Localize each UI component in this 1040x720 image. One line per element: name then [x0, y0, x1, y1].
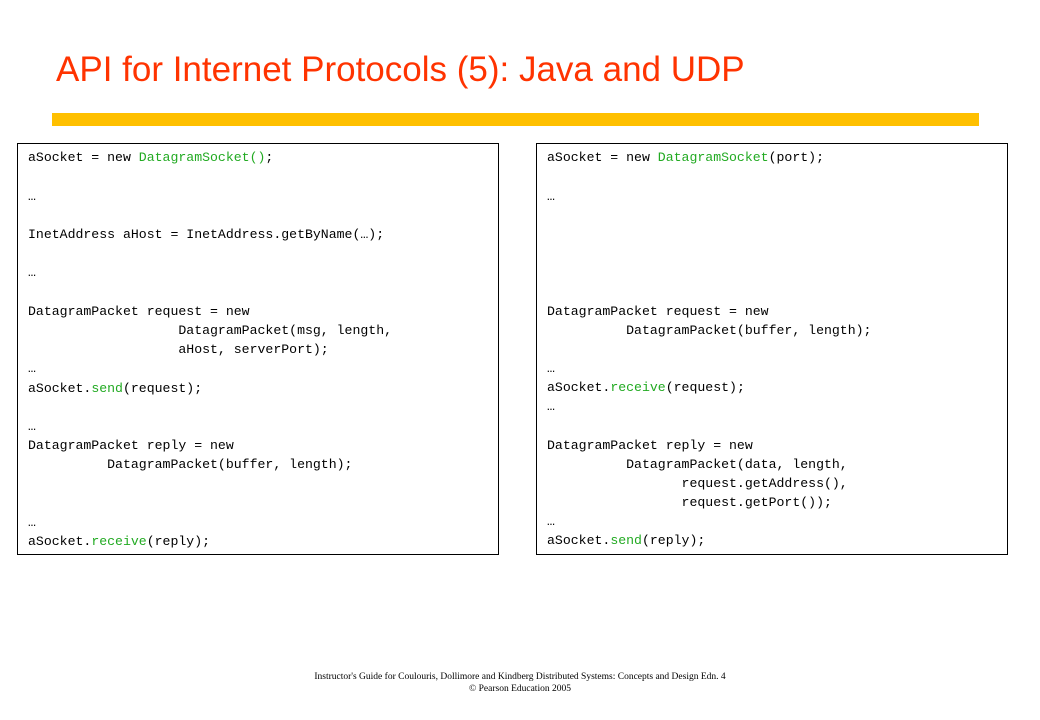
code-line: DatagramPacket(buffer, length); [28, 457, 353, 472]
code-line: DatagramPacket(data, length, [547, 457, 848, 472]
code-line: … [28, 515, 36, 530]
code-line: … [28, 189, 36, 204]
code-line: … [547, 514, 555, 529]
footer-credit: Instructor's Guide for Coulouris, Dollim… [314, 672, 726, 682]
code-line: DatagramPacket request = new [547, 304, 769, 319]
code-line: request.getPort()); [547, 495, 832, 510]
code-line: aSocket = new DatagramSocket(port); [547, 150, 824, 165]
code-line: InetAddress aHost = InetAddress.getByNam… [28, 227, 385, 242]
slide-title: API for Internet Protocols (5): Java and… [56, 50, 745, 89]
code-line: … [547, 361, 555, 376]
code-line: … [28, 419, 36, 434]
code-line: DatagramPacket reply = new [547, 438, 753, 453]
code-line: … [547, 189, 555, 204]
code-line: … [28, 361, 36, 376]
code-line: … [28, 265, 36, 280]
code-line: DatagramPacket reply = new [28, 438, 234, 453]
slide-footer: Instructor's Guide for Coulouris, Dollim… [0, 671, 1040, 695]
footer-copyright: © Pearson Education 2005 [469, 684, 571, 694]
code-line: aHost, serverPort); [28, 342, 329, 357]
client-code-box: aSocket = new DatagramSocket(); … InetAd… [17, 143, 499, 555]
code-line: request.getAddress(), [547, 476, 848, 491]
code-line: DatagramPacket(buffer, length); [547, 323, 872, 338]
title-underline-bar [52, 113, 979, 126]
code-line: DatagramPacket request = new [28, 304, 250, 319]
code-line: DatagramPacket(msg, length, [28, 323, 393, 338]
code-line: aSocket.send(reply); [547, 533, 706, 548]
code-line: aSocket.send(request); [28, 381, 203, 396]
code-line: aSocket.receive(reply); [28, 534, 211, 549]
code-line: aSocket.receive(request); [547, 380, 745, 395]
server-code-box: aSocket = new DatagramSocket(port); … Da… [536, 143, 1008, 555]
code-line: aSocket = new DatagramSocket(); [28, 150, 274, 165]
code-line: … [547, 399, 555, 414]
